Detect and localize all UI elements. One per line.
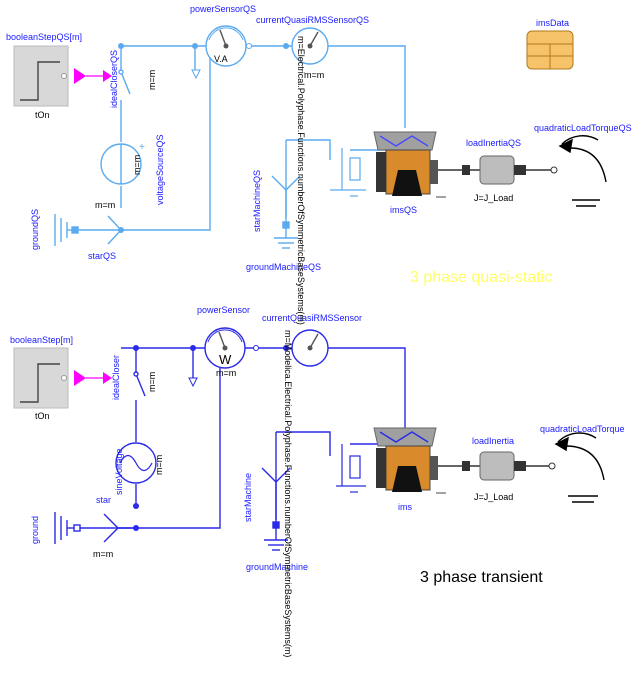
qs-source-name: voltageSourceQS bbox=[155, 134, 165, 205]
svg-text:+: + bbox=[139, 142, 145, 153]
tr-star-machine[interactable] bbox=[261, 467, 291, 551]
tr-power-sensor[interactable] bbox=[188, 327, 259, 388]
tr-closer-name: idealCloser bbox=[111, 355, 121, 400]
tr-ground[interactable] bbox=[54, 512, 81, 544]
qs-vertical-long-label: m=Electrical.Polyphase.Functions.numberO… bbox=[296, 36, 306, 325]
tr-load-torque[interactable] bbox=[554, 432, 605, 503]
qs-current-param: m=m bbox=[304, 70, 324, 80]
qs-title: 3 phase quasi-static bbox=[410, 269, 552, 286]
qs-inertia-param: J=J_Load bbox=[474, 193, 513, 203]
qs-star-param: m=m bbox=[95, 200, 115, 210]
qs-step-name: booleanStepQS[m] bbox=[6, 32, 82, 42]
tr-boolean-step[interactable] bbox=[13, 347, 112, 409]
tr-terminal-box[interactable] bbox=[336, 444, 366, 493]
qs-power-sensor[interactable] bbox=[191, 25, 252, 80]
qs-data-name: imsData bbox=[536, 18, 569, 28]
qs-star-name: starQS bbox=[88, 251, 116, 261]
qs-ground-name: groundQS bbox=[30, 209, 40, 250]
tr-star[interactable] bbox=[103, 513, 136, 543]
tr-machine-name: ims bbox=[398, 502, 412, 512]
tr-title: 3 phase transient bbox=[420, 569, 543, 586]
tr-star-param: m=m bbox=[93, 549, 113, 559]
qs-load-torque[interactable] bbox=[558, 135, 607, 207]
qs-data-record[interactable] bbox=[526, 30, 574, 70]
qs-terminal-box[interactable] bbox=[330, 148, 366, 197]
tr-power-param: m=m bbox=[216, 368, 236, 378]
tr-current-name: currentQuasiRMSSensor bbox=[262, 313, 362, 323]
tr-current-sensor[interactable] bbox=[291, 329, 329, 367]
tr-power-name: powerSensor bbox=[197, 305, 250, 315]
tr-torque-name: quadraticLoadTorque bbox=[540, 424, 625, 434]
tr-groundmachine-name: groundMachine bbox=[246, 562, 308, 572]
qs-ground[interactable] bbox=[54, 214, 79, 246]
qs-machine[interactable] bbox=[373, 131, 446, 198]
tr-closer-param: m=m bbox=[147, 372, 157, 392]
qs-power-name: powerSensorQS bbox=[190, 4, 256, 14]
tr-sine-voltage[interactable] bbox=[115, 442, 157, 484]
qs-inertia[interactable] bbox=[438, 155, 558, 185]
qs-source-param: m=m bbox=[132, 155, 142, 175]
tr-ideal-closer[interactable] bbox=[133, 371, 146, 397]
tr-machine[interactable] bbox=[373, 427, 446, 494]
tr-inertia[interactable] bbox=[438, 451, 556, 481]
qs-power-glyph: V.A bbox=[214, 54, 228, 64]
qs-machine-name: imsQS bbox=[390, 205, 417, 215]
qs-star-machine[interactable] bbox=[271, 175, 301, 249]
qs-boolean-step[interactable] bbox=[13, 45, 112, 107]
qs-wire-dots bbox=[118, 43, 289, 233]
tr-source-param: m=m bbox=[154, 455, 164, 475]
qs-closer-param: m=m bbox=[147, 70, 157, 90]
qs-star[interactable] bbox=[107, 215, 122, 245]
qs-closer-name: idealCloserQS bbox=[109, 50, 119, 108]
qs-voltage-source[interactable]: + bbox=[100, 142, 145, 185]
tr-step-param: tOn bbox=[35, 411, 50, 421]
tr-inertia-param: J=J_Load bbox=[474, 492, 513, 502]
qs-torque-name: quadraticLoadTorqueQS bbox=[534, 123, 632, 133]
tr-step-output-icon bbox=[74, 370, 86, 386]
tr-ground-name: ground bbox=[30, 516, 40, 544]
qs-current-sensor[interactable] bbox=[291, 27, 329, 65]
tr-source-name: sineVoltage bbox=[114, 448, 124, 495]
tr-power-glyph: W bbox=[219, 352, 232, 367]
qs-step-param: tOn bbox=[35, 110, 50, 120]
qs-groundmachine-name: groundMachineQS bbox=[246, 262, 321, 272]
tr-star-name: star bbox=[96, 495, 111, 505]
tr-vertical-long-label: m=Modelica.Electrical.Polyphase.Function… bbox=[283, 330, 293, 657]
qs-current-name: currentQuasiRMSSensorQS bbox=[256, 15, 369, 25]
tr-starmachine-name: starMachine bbox=[243, 473, 253, 522]
qs-step-output-icon bbox=[74, 68, 86, 84]
tr-wire-dots bbox=[133, 345, 289, 531]
tr-step-name: booleanStep[m] bbox=[10, 335, 73, 345]
qs-ideal-closer[interactable] bbox=[118, 69, 131, 95]
qs-inertia-name: loadInertiaQS bbox=[466, 138, 521, 148]
qs-starmachine-name: starMachineQS bbox=[252, 170, 262, 232]
tr-inertia-name: loadInertia bbox=[472, 436, 514, 446]
